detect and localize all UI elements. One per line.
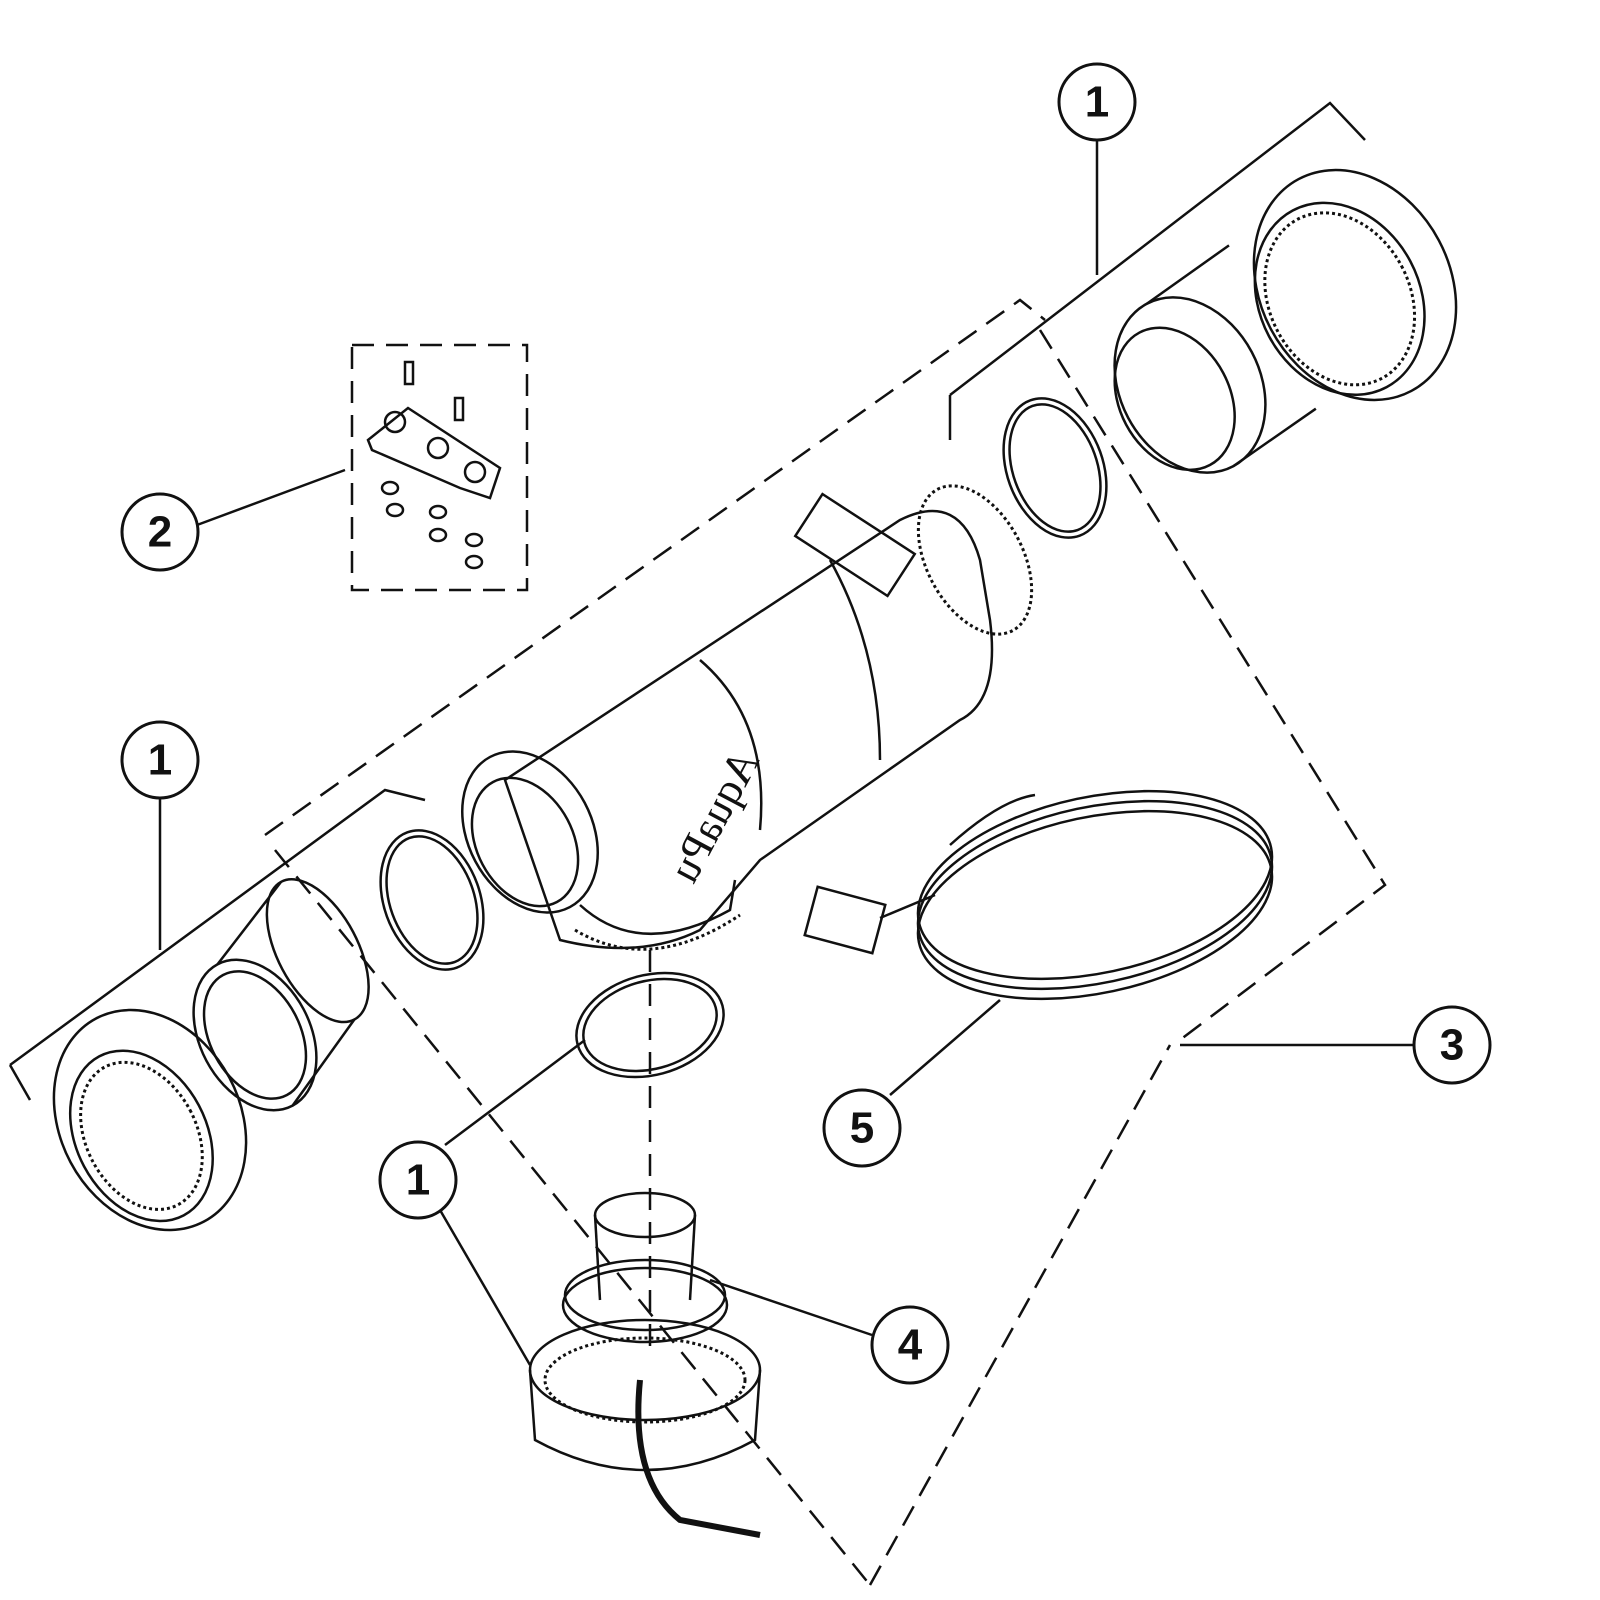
callout-1-left: 1 xyxy=(120,720,200,800)
callout-label: 5 xyxy=(850,1104,874,1153)
union-nut-top-right xyxy=(1252,168,1458,402)
callout-3: 3 xyxy=(1412,1005,1492,1085)
callout-label: 4 xyxy=(898,1321,923,1370)
washers xyxy=(380,480,484,570)
kit-2-hardware-box xyxy=(350,343,529,592)
tailpiece-top-right xyxy=(1113,244,1317,474)
callout-4: 4 xyxy=(870,1305,950,1385)
o-ring-left xyxy=(379,829,485,971)
kit-1-top-bracket xyxy=(948,101,1366,440)
o-ring-top-right xyxy=(1002,397,1108,539)
callout-1-top-right: 1 xyxy=(1057,62,1137,142)
union-nut-left xyxy=(52,1008,248,1232)
callout-label: 1 xyxy=(148,736,172,785)
power-cable xyxy=(803,789,1274,1001)
salt-cell-body: AquaPu xyxy=(461,484,1034,951)
callout-label: 1 xyxy=(406,1156,430,1205)
kit-3-dashed-outline xyxy=(264,298,1387,1586)
tailpiece-left xyxy=(192,878,370,1112)
callout-label: 1 xyxy=(1085,78,1109,127)
callout-1-bottom: 1 xyxy=(378,1140,458,1220)
leader-lines xyxy=(196,468,1413,1366)
callout-label: 3 xyxy=(1440,1021,1464,1070)
callout-label: 2 xyxy=(148,508,172,557)
callout-2: 2 xyxy=(120,492,200,572)
kit-1-left-bracket xyxy=(8,788,426,1101)
callout-5: 5 xyxy=(822,1088,902,1168)
flow-switch-assembly xyxy=(528,1191,762,1538)
